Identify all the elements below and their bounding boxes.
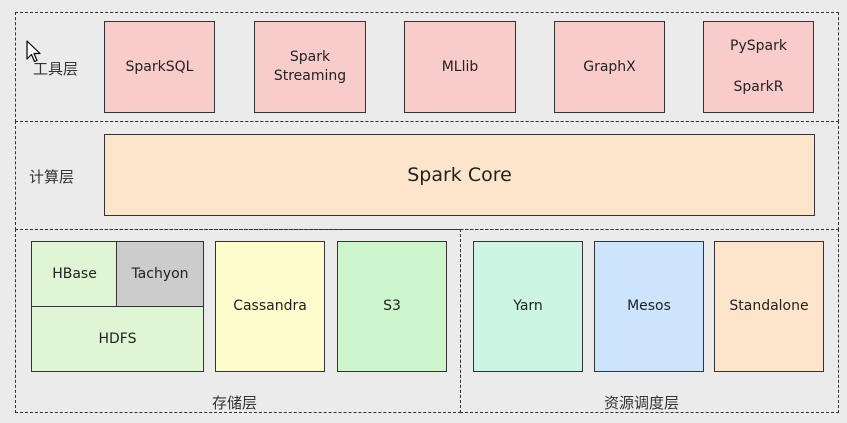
tachyon-label: Tachyon bbox=[131, 266, 189, 282]
graphx-box: GraphX bbox=[554, 21, 665, 113]
standalone-box: Standalone bbox=[714, 241, 824, 372]
hbase-label: HBase bbox=[52, 266, 97, 282]
tool-layer-label: 工具层 bbox=[33, 60, 79, 78]
scheduling-layer bbox=[460, 229, 839, 413]
mesos-box: Mesos bbox=[594, 241, 704, 372]
hdfs-label: HDFS bbox=[98, 330, 137, 347]
scheduling-layer-label: 资源调度层 bbox=[604, 394, 680, 412]
spark-streaming-label: Spark Streaming bbox=[273, 49, 347, 84]
storage-layer-label: 存储层 bbox=[212, 394, 258, 412]
yarn-box: Yarn bbox=[473, 241, 583, 372]
pyspark-label: PySpark bbox=[730, 38, 787, 54]
yarn-label: Yarn bbox=[513, 298, 543, 314]
mllib-box: MLlib bbox=[404, 21, 516, 113]
sparkr-label: SparkR bbox=[733, 79, 784, 95]
tachyon-box: Tachyon bbox=[116, 241, 204, 308]
graphx-label: GraphX bbox=[583, 58, 636, 75]
s3-label: S3 bbox=[383, 298, 401, 314]
cassandra-label: Cassandra bbox=[233, 298, 307, 314]
mouse-cursor-icon bbox=[26, 40, 41, 63]
standalone-label: Standalone bbox=[729, 298, 809, 314]
spark-core-label: Spark Core bbox=[407, 163, 512, 186]
pyspark-sparkr-box: PySpark SparkR bbox=[703, 21, 814, 113]
hdfs-box: HDFS bbox=[31, 306, 204, 372]
spark-core-box: Spark Core bbox=[104, 134, 815, 216]
mesos-label: Mesos bbox=[627, 298, 671, 314]
hbase-box: HBase bbox=[31, 241, 118, 308]
pyspark-sparkr-stack: PySpark SparkR bbox=[730, 37, 787, 97]
mllib-label: MLlib bbox=[441, 58, 479, 75]
sparksql-box: SparkSQL bbox=[104, 21, 215, 113]
spark-streaming-box: Spark Streaming bbox=[254, 21, 366, 113]
s3-box: S3 bbox=[337, 241, 447, 372]
cassandra-box: Cassandra bbox=[215, 241, 325, 372]
compute-layer-label: 计算层 bbox=[29, 168, 75, 186]
sparksql-label: SparkSQL bbox=[125, 58, 194, 75]
